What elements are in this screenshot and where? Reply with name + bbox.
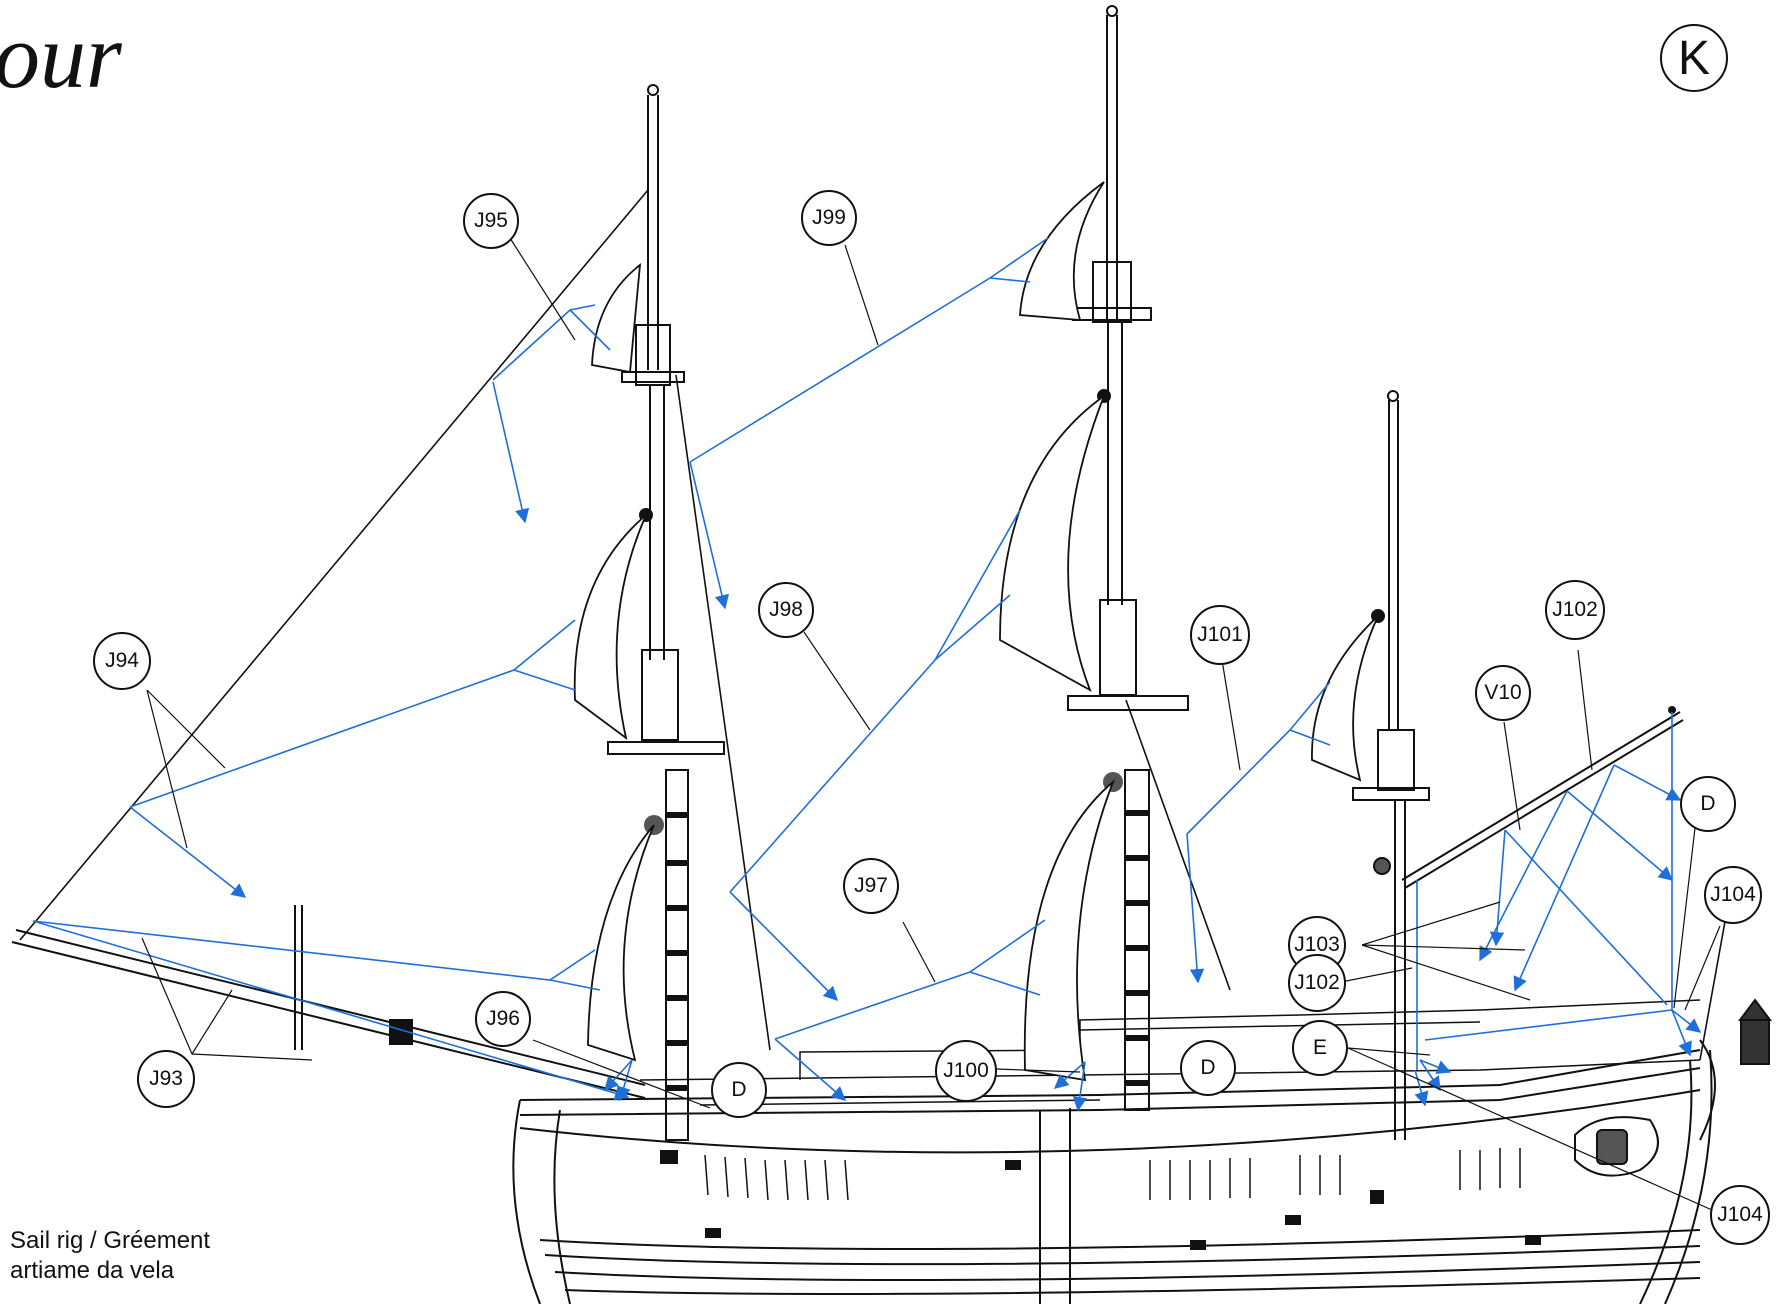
stern-ornament <box>1574 998 1772 1177</box>
callout-j100: J100 <box>935 1040 997 1102</box>
sheet-letter-badge: K <box>1660 24 1728 92</box>
callout-e: E <box>1292 1020 1348 1076</box>
callout-j101: J101 <box>1190 605 1250 665</box>
callout-d-fore: D <box>711 1062 767 1118</box>
hull <box>512 1049 1713 1304</box>
callout-j104-bottom: J104 <box>1710 1185 1770 1245</box>
callout-j98: J98 <box>758 582 814 638</box>
callout-j97: J97 <box>843 858 899 914</box>
callout-v10: V10 <box>1475 665 1531 721</box>
caption-line-2: artiame da vela <box>10 1257 175 1284</box>
callout-j94: J94 <box>93 632 151 690</box>
sails <box>573 181 1379 1082</box>
chain-plates <box>704 1148 1521 1201</box>
mizzen-mast <box>1352 390 1430 1140</box>
callout-j95: J95 <box>463 193 519 249</box>
callout-j104-top: J104 <box>1704 866 1762 924</box>
callout-j99: J99 <box>801 190 857 246</box>
callout-d-top: D <box>1680 776 1736 832</box>
fore-mast <box>607 84 725 1141</box>
standing-rigging <box>19 189 1736 1061</box>
gun-ports <box>660 1150 1541 1250</box>
mizzen-gaff <box>1401 706 1684 889</box>
callout-j93: J93 <box>137 1050 195 1108</box>
callout-j102-top: J102 <box>1545 580 1605 640</box>
callout-d-main: D <box>1180 1040 1236 1096</box>
main-mast <box>1067 5 1189 1111</box>
bowsprit <box>11 905 646 1099</box>
caption-line-1: Sail rig / Gréement <box>10 1227 211 1254</box>
page-title-fragment: our <box>0 5 122 107</box>
deck-rail <box>639 999 1701 1106</box>
running-rigging <box>32 237 1702 1112</box>
drawing-caption: Sail rig / Gréement artiame da vela <box>10 1226 210 1286</box>
leader-lines <box>141 237 1721 1211</box>
callout-j96: J96 <box>475 991 531 1047</box>
callout-j102-bottom: J102 <box>1288 954 1346 1012</box>
